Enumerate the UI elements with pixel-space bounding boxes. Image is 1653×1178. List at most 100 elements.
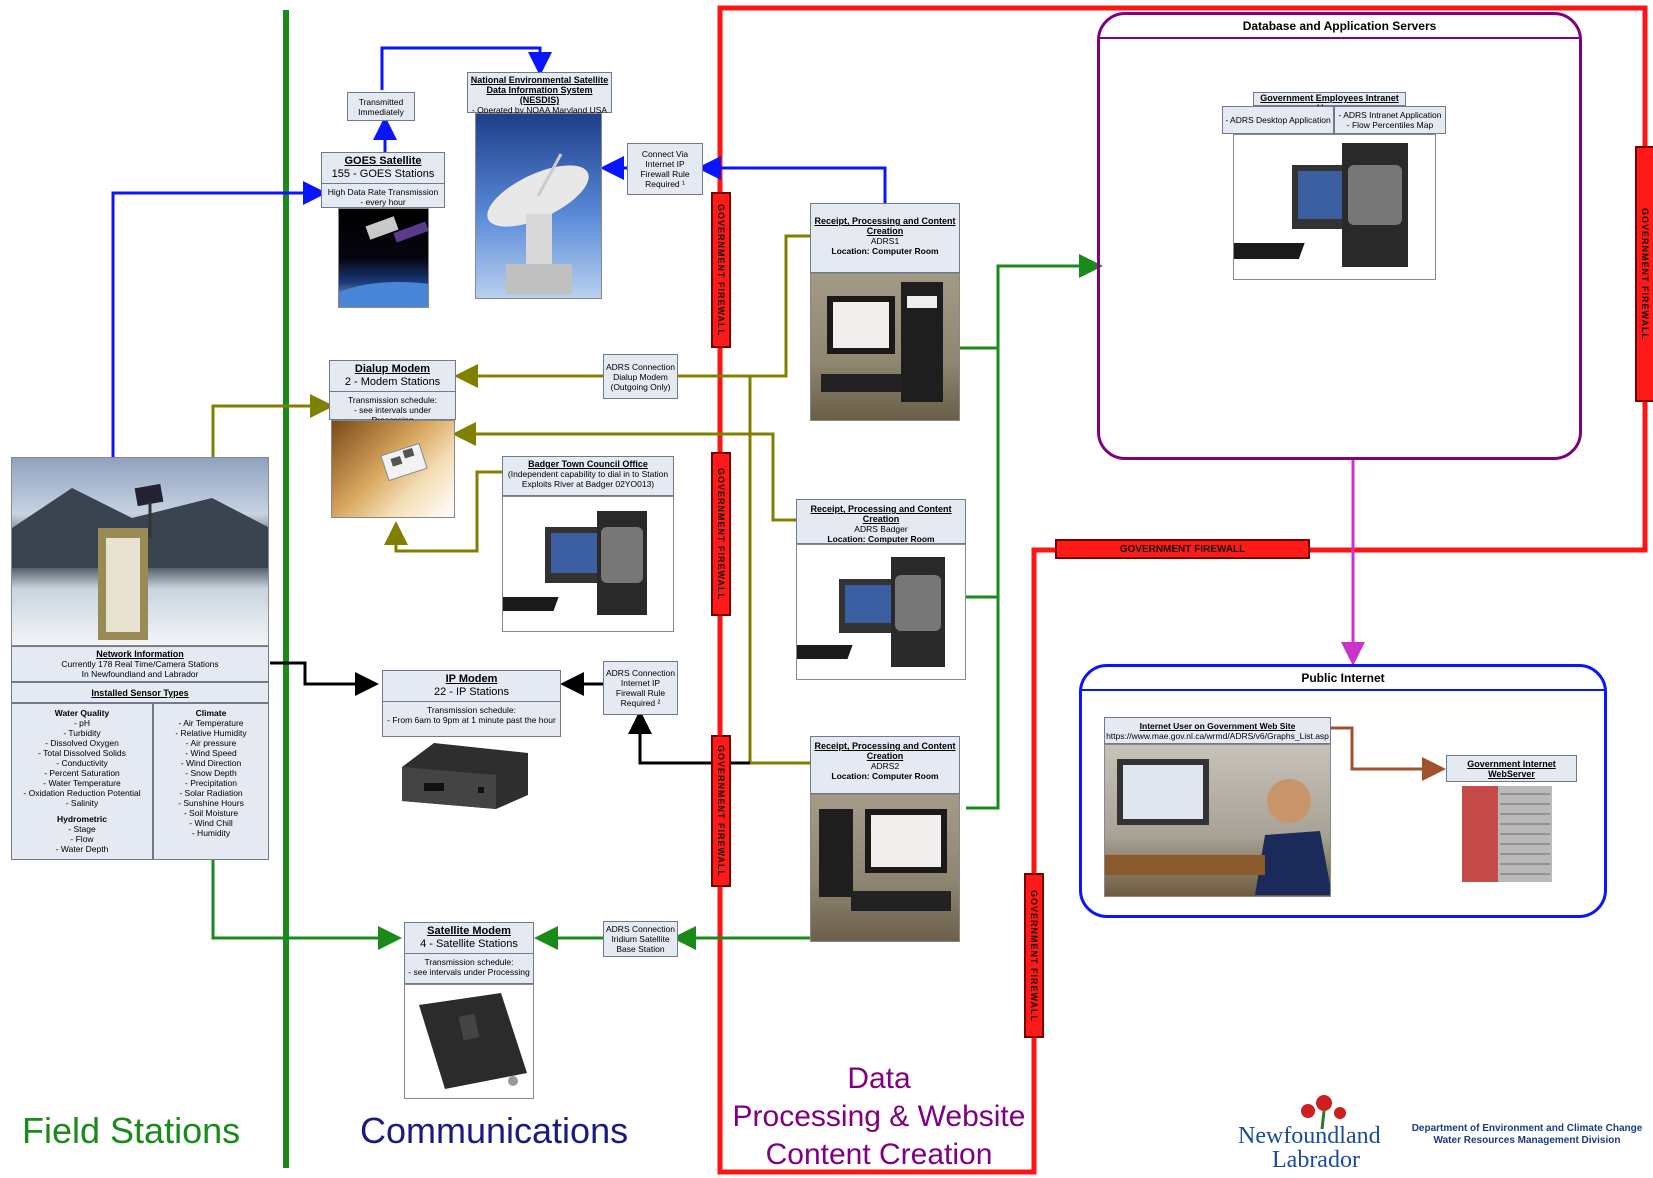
public-internet-group: Public Internet	[1079, 664, 1607, 918]
firewall-label: GOVERNMENT FIREWALL	[1029, 889, 1039, 1022]
adrs1-location: Location: Computer Room	[831, 246, 939, 256]
communications-label: Communications	[360, 1110, 629, 1151]
ip-modem-image	[396, 737, 533, 812]
goes-detail: High Data Rate Transmission - every hour	[327, 187, 439, 207]
adrs1-photo	[810, 273, 960, 421]
webserver-box: Government Internet WebServer	[1446, 755, 1577, 782]
satellite-modem-image	[404, 984, 534, 1099]
field-stations-label: Field Stations	[22, 1110, 241, 1151]
modem-jack-icon	[380, 442, 428, 482]
adrs2-photo	[810, 794, 960, 942]
dialup-modem-image	[331, 420, 455, 518]
sensor-types-header: Installed Sensor Types	[11, 682, 269, 703]
adrs-badger-box: Receipt, Processing and Content Creation…	[796, 499, 966, 544]
nesdis-box: National Environmental Satellite Data In…	[467, 72, 612, 115]
climate-item: - Air Temperature	[178, 718, 244, 728]
field-station-photo	[11, 457, 269, 646]
intranet-app-box: - ADRS Intranet Application - Flow Perce…	[1334, 106, 1446, 134]
badger-office-detail: (Independent capability to dial in to St…	[507, 469, 669, 489]
sat-modem-title: Satellite Modem	[427, 925, 511, 937]
pitcher-plant-icon	[1301, 1095, 1346, 1129]
logo-text-newfoundland: Newfoundland	[1238, 1123, 1381, 1149]
hydro-item: - Stage	[68, 824, 96, 834]
server-rack-icon	[1462, 786, 1552, 882]
sat-modem-stations: 4 - Satellite Stations	[420, 938, 518, 950]
adrs1-name: ADRS1	[870, 236, 900, 246]
department-text: Department of Environment and Climate Ch…	[1402, 1123, 1652, 1147]
badger-office-title: Badger Town Council Office	[528, 459, 648, 469]
ip-modem-title: IP Modem	[445, 673, 498, 685]
firewall-bar-2: GOVERNMENT FIREWALL	[711, 452, 731, 616]
wq-item: - Percent Saturation	[44, 768, 120, 778]
goes-stations: 155 - GOES Stations	[331, 168, 435, 180]
webserver-title: Government Internet WebServer	[1467, 759, 1556, 779]
wq-item: - Total Dissolved Solids	[38, 748, 126, 758]
desktop-computer-icon	[503, 511, 647, 615]
intranet-computer-image	[1233, 134, 1436, 280]
firewall-bar-5: GOVERNMENT FIREWALL	[1635, 146, 1653, 402]
person-at-computer-icon	[1105, 759, 1330, 895]
climate-item: - Sunshine Hours	[178, 798, 244, 808]
wq-item: - Dissolved Oxygen	[45, 738, 119, 748]
wq-item: - pH	[73, 718, 91, 728]
intranet-users-box: Government Employees Intranet Users	[1253, 92, 1406, 113]
connect-via-box: Connect Via Internet IP Firewall Rule Re…	[627, 143, 703, 195]
network-info-box: Network Information Currently 178 Real T…	[11, 646, 269, 682]
firewall-bar-4: GOVERNMENT FIREWALL	[1024, 873, 1044, 1038]
wq-item: - Water Temperature	[43, 778, 121, 788]
desktop-computer-icon	[1234, 143, 1408, 267]
climate-item: - Snow Depth	[185, 768, 237, 778]
internet-user-url[interactable]: https://www.mae.gov.nl.ca/wrmd/ADRS/v6/G…	[1106, 731, 1329, 741]
sat-modem-detail: Transmission schedule: - see intervals u…	[408, 957, 530, 977]
processing-label: Data Processing & Website Content Creati…	[732, 1062, 1026, 1171]
adrs1-box: Receipt, Processing and Content Creation…	[810, 203, 960, 273]
adrs-badger-location: Location: Computer Room	[827, 534, 935, 544]
sensor-types-title: Installed Sensor Types	[91, 688, 189, 698]
wq-item: - Conductivity	[56, 758, 108, 768]
adrs1-title: Receipt, Processing and Content Creation	[814, 216, 956, 236]
adrs-ip-box: ADRS Connection Internet IP Firewall Rul…	[603, 661, 678, 715]
adrs-badger-name: ADRS Badger	[854, 524, 908, 534]
internet-user-box: Internet User on Government Web Site htt…	[1104, 717, 1331, 744]
station-enclosure-icon	[12, 483, 268, 640]
adrs-badger-title: Receipt, Processing and Content Creation	[810, 504, 952, 524]
firewall-bar-3: GOVERNMENT FIREWALL	[711, 735, 731, 887]
climate-item: - Wind Chill	[189, 818, 233, 828]
goes-satellite-image	[338, 208, 429, 308]
climate-item: - Precipitation	[185, 778, 237, 788]
desktop-computer-icon	[797, 557, 945, 667]
climate-item: - Solar Radiation	[179, 788, 243, 798]
climate-item: - Wind Speed	[185, 748, 237, 758]
hydro-item: - Water Depth	[55, 844, 109, 854]
adrs-dialup-box: ADRS Connection Dialup Modem (Outgoing O…	[603, 354, 678, 399]
goes-title: GOES Satellite	[344, 155, 422, 167]
climate-item: - Soil Moisture	[183, 808, 239, 818]
internet-user-photo	[1104, 744, 1331, 897]
wq-item: - Oxidation Reduction Potential	[23, 788, 141, 798]
climate-item: - Wind Direction	[180, 758, 242, 768]
adrs-badger-computer-image	[796, 544, 966, 680]
network-detail: Currently 178 Real Time/Camera Stations …	[61, 659, 219, 679]
logo-text-labrador: Labrador	[1272, 1147, 1360, 1173]
satellite-phone-icon	[419, 993, 527, 1089]
firewall-label: GOVERNMENT FIREWALL	[1640, 208, 1650, 340]
database-title: Database and Application Servers	[1100, 15, 1579, 39]
climate-item: - Relative Humidity	[175, 728, 247, 738]
nl-logo: Newfoundland Labrador	[1238, 1093, 1398, 1173]
satellite-icon	[339, 216, 428, 307]
adrs2-title: Receipt, Processing and Content Creation	[814, 741, 956, 761]
adrs2-location: Location: Computer Room	[831, 771, 939, 781]
climate-column: Climate - Air Temperature - Relative Hum…	[153, 703, 269, 860]
webserver-image	[1460, 782, 1558, 885]
firewall-bar-1: GOVERNMENT FIREWALL	[711, 192, 731, 348]
adrs-iridium-box: ADRS Connection Iridium Satellite Base S…	[603, 921, 678, 957]
badger-computer-image	[502, 496, 674, 632]
water-quality-column: Water Quality - pH - Turbidity - Dissolv…	[11, 703, 153, 860]
database-servers-group: Database and Application Servers	[1097, 12, 1582, 460]
nesdis-detail: - Operated by NOAA Maryland USA	[471, 105, 608, 115]
ip-modem-detail: Transmission schedule: - From 6am to 9pm…	[387, 705, 556, 725]
